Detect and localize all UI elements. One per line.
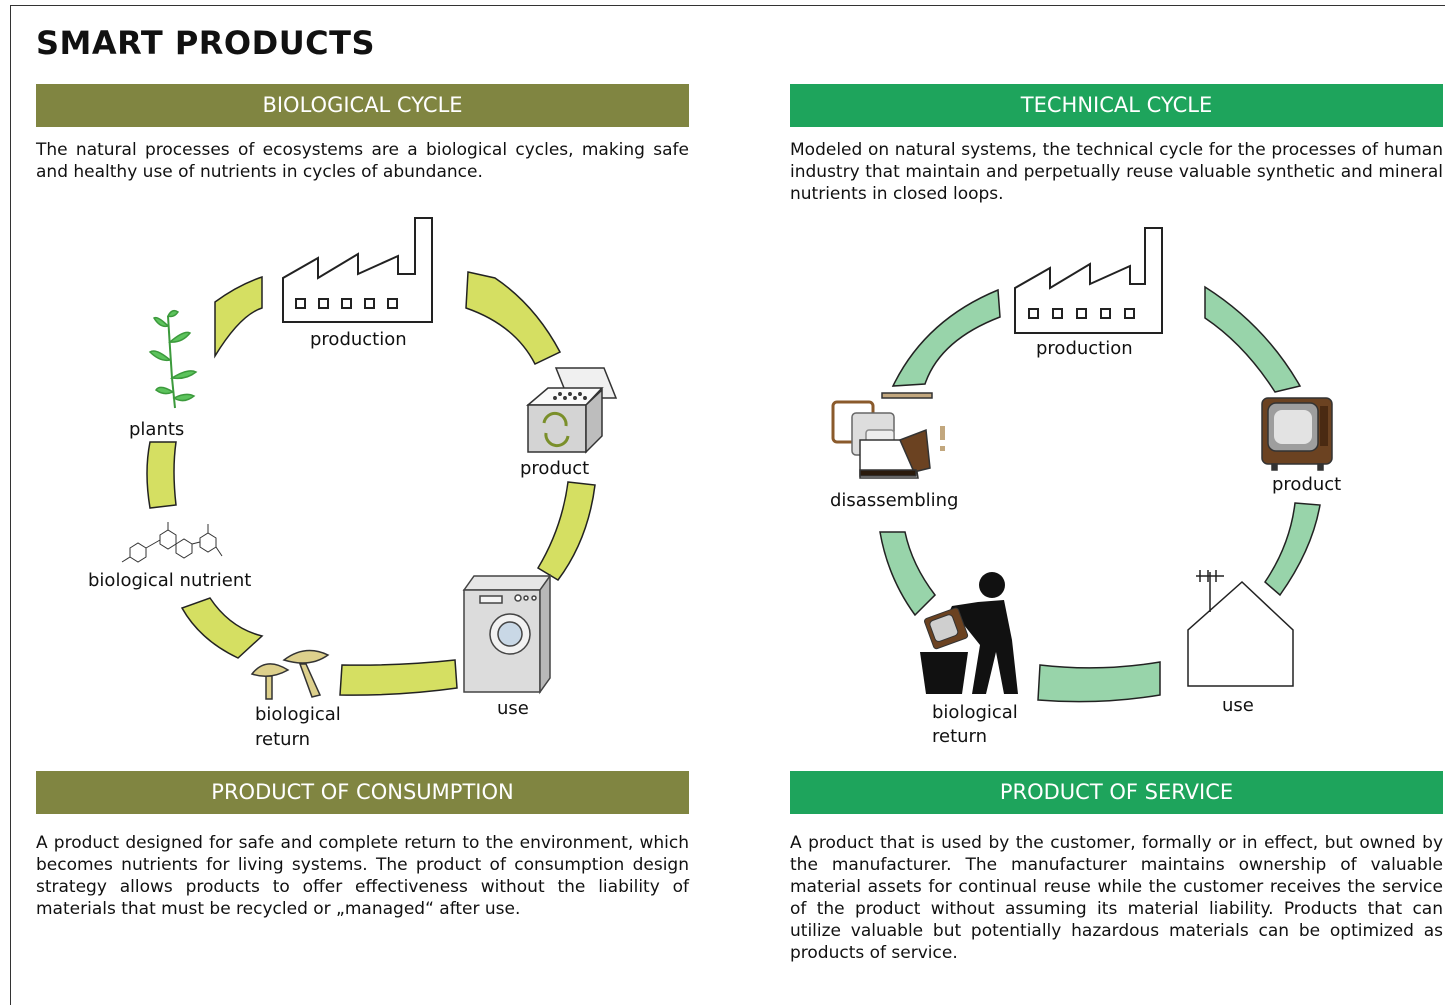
- plant-icon: [148, 309, 198, 409]
- product-of-consumption-heading: PRODUCT OF CONSUMPTION: [36, 771, 689, 814]
- recycle-box-icon: [525, 367, 618, 454]
- technical-cycle-arcs: [879, 285, 1321, 703]
- bio-arc-plants-production: [214, 275, 263, 359]
- bio-label-return-line2: return: [255, 729, 310, 750]
- bio-arc-use-return: [339, 659, 458, 696]
- disassembled-tv-icon: [831, 392, 945, 479]
- molecule-icon: [121, 522, 223, 563]
- bio-label-plants: plants: [129, 419, 184, 440]
- tech-label-product: product: [1272, 474, 1341, 495]
- tech-label-return-line1: biological: [932, 702, 1018, 723]
- washing-machine-icon: [462, 573, 552, 695]
- tech-arc-return-disassembling: [879, 531, 936, 617]
- product-of-service-heading: PRODUCT OF SERVICE: [790, 771, 1443, 814]
- tech-label-return-line2: return: [932, 726, 987, 747]
- biological-cycle-diagram: production product use biological return: [88, 217, 618, 750]
- page-title: SMART PRODUCTS: [36, 24, 376, 62]
- house-antenna-icon: [1187, 570, 1294, 687]
- trash-person-icon: [920, 572, 1018, 694]
- tech-arc-disassembling-production: [891, 288, 1001, 387]
- tech-arc-production-product: [1204, 285, 1302, 393]
- technical-cycle-diagram: production product use biological return: [830, 227, 1341, 747]
- bio-arc-return-nutrient: [180, 597, 264, 659]
- page-frame: [10, 5, 1445, 1005]
- biological-cycle-arcs: [146, 271, 596, 696]
- factory-icon: [282, 217, 433, 323]
- bio-label-return-line1: biological: [255, 704, 341, 725]
- tech-label-disassembling: disassembling: [830, 490, 958, 511]
- bio-label-use: use: [497, 698, 529, 719]
- biological-cycle-heading: BIOLOGICAL CYCLE: [36, 84, 689, 127]
- tech-arc-product-use: [1264, 502, 1321, 597]
- technical-cycle-description: Modeled on natural systems, the technica…: [790, 140, 1443, 204]
- tech-arc-use-return: [1037, 661, 1161, 703]
- bio-label-product: product: [520, 458, 589, 479]
- bio-label-nutrient: biological nutrient: [88, 570, 251, 591]
- factory-icon: [1014, 227, 1163, 334]
- product-of-service-description: A product that is used by the customer, …: [790, 833, 1443, 963]
- mushroom-icon: [250, 649, 330, 700]
- television-icon: [1261, 397, 1333, 471]
- biological-cycle-description: The natural processes of ecosystems are …: [36, 140, 689, 182]
- bio-arc-production-product: [465, 271, 562, 365]
- technical-cycle-heading: TECHNICAL CYCLE: [790, 84, 1443, 127]
- tech-label-production: production: [1036, 338, 1133, 359]
- product-of-consumption-description: A product designed for safe and complete…: [36, 833, 689, 919]
- bio-arc-product-use: [536, 481, 596, 581]
- tech-label-use: use: [1222, 695, 1254, 716]
- bio-arc-nutrient-plants: [146, 441, 177, 509]
- bio-label-production: production: [310, 329, 407, 350]
